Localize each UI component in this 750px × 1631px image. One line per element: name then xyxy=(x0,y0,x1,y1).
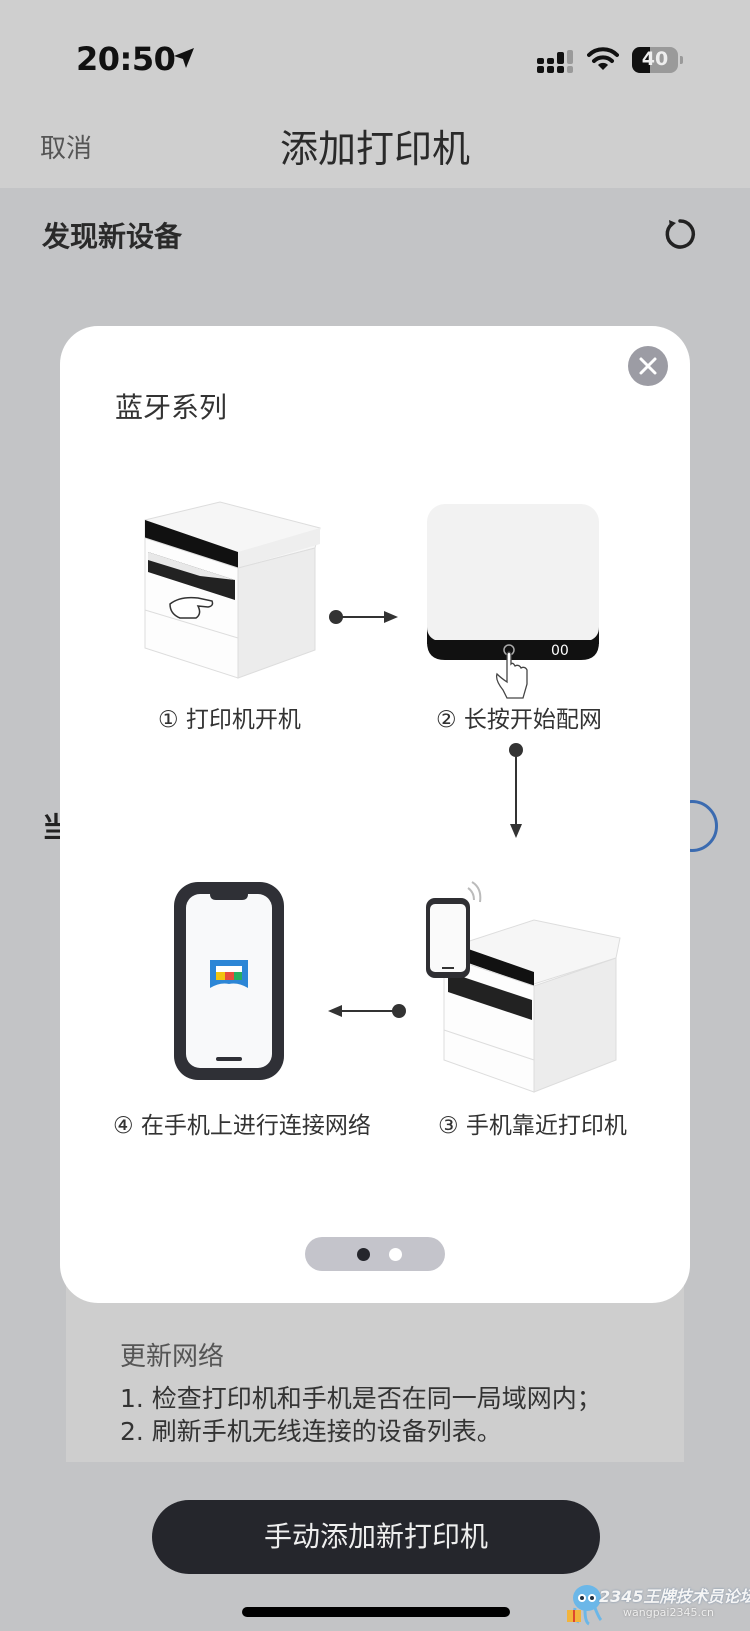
close-button[interactable] xyxy=(628,346,668,386)
step-4-label: ④ 在手机上进行连接网络 xyxy=(113,1113,371,1139)
step-1-label: ① 打印机开机 xyxy=(158,707,301,733)
close-icon xyxy=(639,357,657,375)
status-time: 20:50 xyxy=(76,40,176,78)
refresh-icon[interactable] xyxy=(662,216,698,252)
battery-fill xyxy=(632,47,651,73)
page-dot[interactable] xyxy=(389,1248,402,1261)
page-indicator[interactable] xyxy=(305,1237,445,1271)
phone-app-illustration xyxy=(174,882,284,1080)
step-3-label: ③ 手机靠近打印机 xyxy=(438,1113,627,1139)
step-2-label: ② 长按开始配网 xyxy=(436,707,602,733)
app-icon xyxy=(210,960,248,988)
page-title: 添加打印机 xyxy=(279,127,470,171)
tips-line: 2. 刷新手机无线连接的设备列表。 xyxy=(120,1417,502,1446)
battery-cap xyxy=(680,56,683,64)
home-indicator xyxy=(242,1607,510,1617)
battery-level: 40 xyxy=(641,48,669,70)
bluetooth-guide-modal xyxy=(60,326,690,1303)
cellular-signal-icon xyxy=(537,50,573,73)
watermark-title: 2345王牌技术员论坛 xyxy=(599,1587,750,1606)
arrow-right-icon xyxy=(329,610,398,624)
watermark: 2345王牌技术员论坛 wangpai2345.cn xyxy=(565,1582,750,1626)
long-press-panel-illustration: 00 xyxy=(427,504,599,699)
modal-title: 蓝牙系列 xyxy=(115,391,228,424)
obscured-label: 当 xyxy=(42,811,62,844)
top-bar: 20:50 40 取消 添加打印机 xyxy=(0,0,750,188)
page-dot-active[interactable] xyxy=(357,1248,370,1261)
discover-section-title: 发现新设备 xyxy=(42,220,183,253)
watermark-url: wangpai2345.cn xyxy=(623,1606,714,1619)
printer-power-on-illustration xyxy=(144,501,321,679)
panel-readout: 00 xyxy=(551,643,569,659)
cancel-button[interactable]: 取消 xyxy=(40,134,93,164)
wifi-icon xyxy=(587,47,619,70)
battery-indicator: 40 xyxy=(632,47,678,73)
mascot-icon xyxy=(567,1585,603,1626)
phone-near-printer-illustration xyxy=(426,881,621,1093)
location-arrow-icon xyxy=(174,48,194,68)
manual-add-printer-button[interactable]: 手动添加新打印机 xyxy=(152,1500,600,1574)
tips-title: 更新网络 xyxy=(120,1342,225,1372)
arrow-left-icon xyxy=(328,1004,406,1018)
arrow-down-icon xyxy=(509,743,523,838)
tips-line: 1. 检查打印机和手机是否在同一局域网内； xyxy=(120,1384,602,1413)
